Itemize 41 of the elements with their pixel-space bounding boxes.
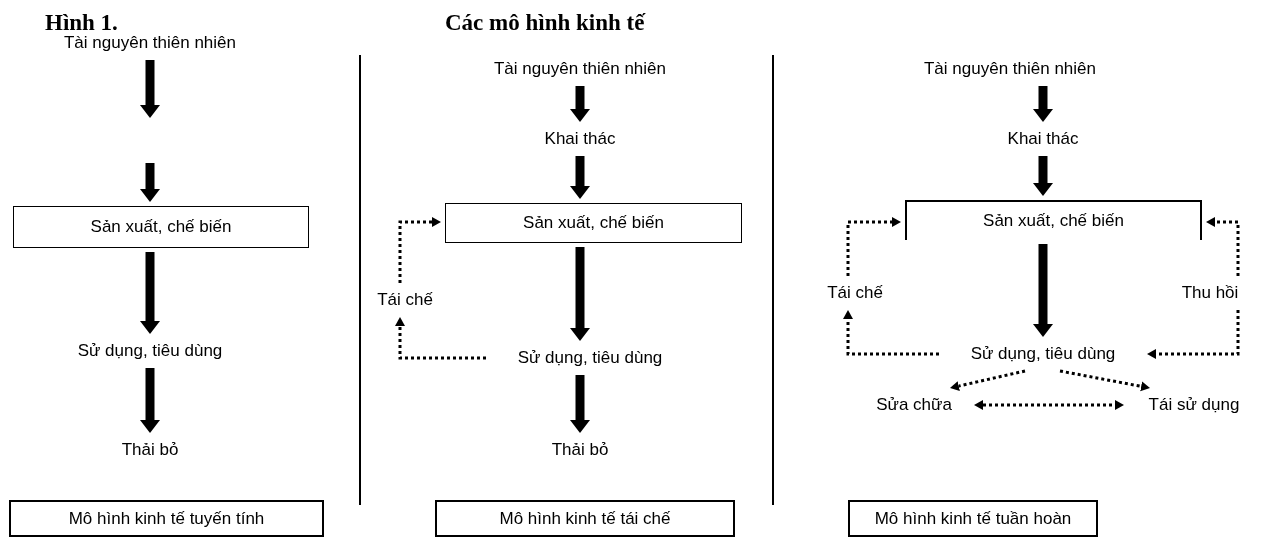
dotted-arrow <box>950 369 1026 391</box>
step-text: Sử dụng, tiêu dùng <box>943 341 1143 367</box>
block-arrow <box>140 252 160 334</box>
dotted-arrow <box>1206 217 1240 276</box>
block-arrow <box>570 86 590 122</box>
step-text: Khai thác <box>988 126 1098 152</box>
block-arrow <box>570 156 590 199</box>
block-arrow <box>1033 86 1053 122</box>
figure-title: Các mô hình kinh tế <box>445 10 645 36</box>
step-text: Tái chế <box>368 287 442 313</box>
process-box: Sản xuất, chế biến <box>13 206 309 248</box>
block-arrow <box>140 368 160 433</box>
step-text: Tài nguyên thiên nhiên <box>900 56 1120 82</box>
block-arrow <box>570 375 590 433</box>
step-text: Thu hồi <box>1173 280 1247 306</box>
block-arrow <box>1033 244 1053 337</box>
process-box: Sản xuất, chế biến <box>905 200 1202 240</box>
step-text: Sử dụng, tiêu dùng <box>40 338 260 364</box>
step-text: Sửa chữa <box>858 392 970 418</box>
block-arrow <box>140 60 160 118</box>
dotted-arrow <box>395 317 486 360</box>
step-text: Sử dụng, tiêu dùng <box>490 345 690 371</box>
step-text: Khai thác <box>530 126 630 152</box>
dotted-arrow <box>398 217 441 283</box>
step-text: Tái chế <box>818 280 892 306</box>
block-arrow <box>140 163 160 202</box>
step-text: Thải bỏ <box>530 437 630 463</box>
model-name-box: Mô hình kinh tế tái chế <box>435 500 735 537</box>
block-arrow <box>1033 156 1053 196</box>
dotted-arrow <box>843 310 939 356</box>
block-arrow <box>570 247 590 341</box>
model-name-box: Mô hình kinh tế tuyến tính <box>9 500 324 537</box>
dotted-arrow <box>1147 310 1240 359</box>
dotted-arrow <box>846 217 901 276</box>
step-text: Tái sử dụng <box>1128 392 1260 418</box>
step-text: Tài nguyên thiên nhiên <box>470 56 690 82</box>
process-box: Sản xuất, chế biến <box>445 203 742 243</box>
step-text: Thải bỏ <box>100 437 200 463</box>
dotted-arrow <box>1059 369 1150 392</box>
model-name-box: Mô hình kinh tế tuần hoàn <box>848 500 1098 537</box>
dotted-arrow <box>974 400 1124 410</box>
